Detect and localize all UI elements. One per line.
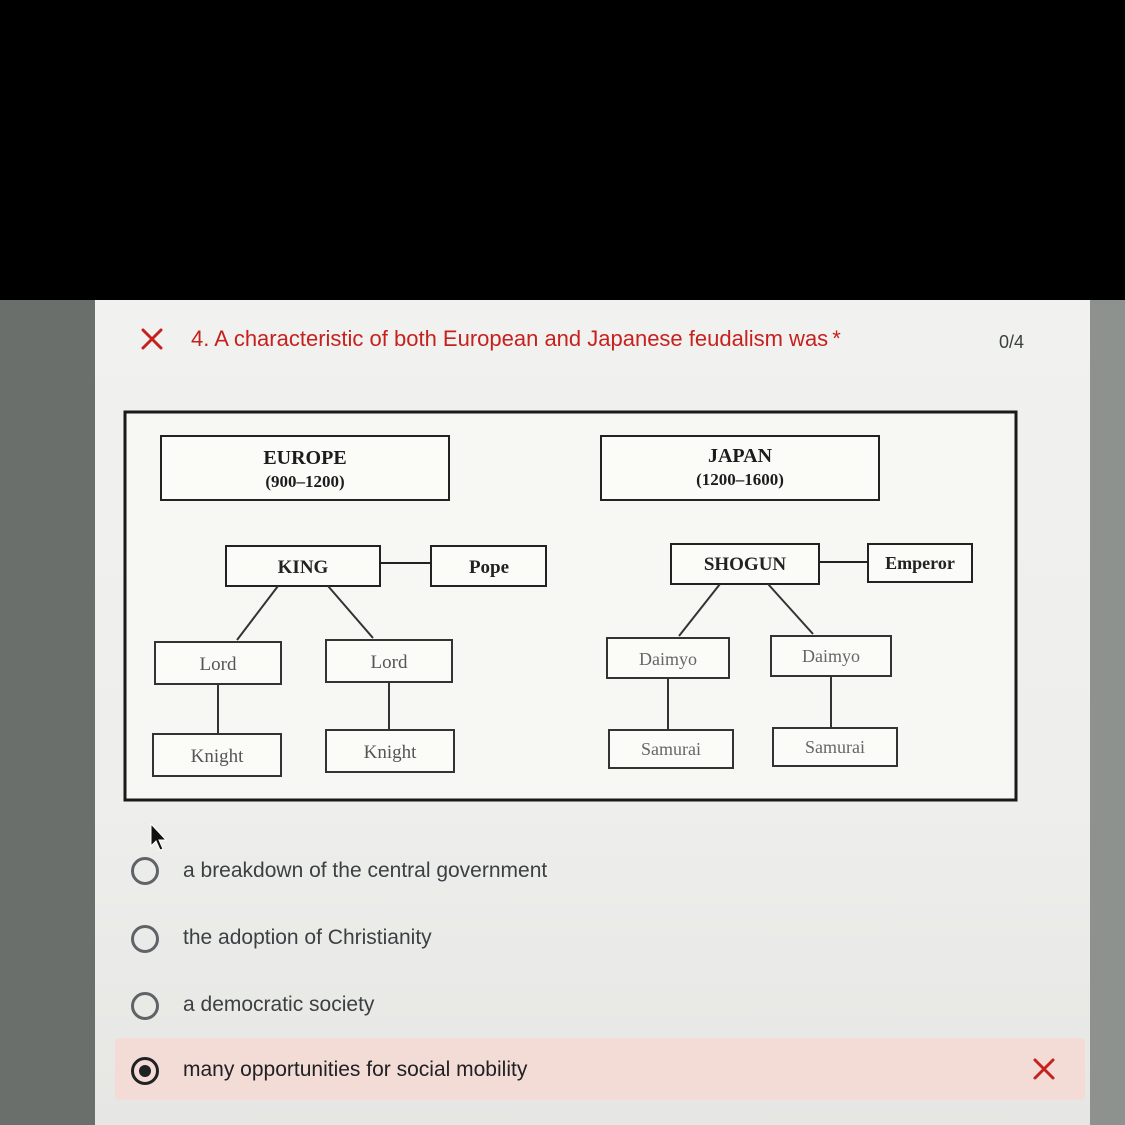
feudalism-diagram: EUROPE (900–1200) JAPAN (1200–1600) KING… xyxy=(123,410,1018,802)
europe-lord-box-1 xyxy=(154,641,282,685)
japan-daimyo-label-2: Daimyo xyxy=(802,646,860,666)
question-score: 0/4 xyxy=(999,332,1025,352)
pope-box xyxy=(430,545,547,587)
europe-header-box xyxy=(160,435,450,501)
europe-lord-label-1: Lord xyxy=(200,654,237,675)
option-label-4: many opportunities for social mobility xyxy=(183,1058,528,1081)
japan-daimyo-box-2 xyxy=(770,635,892,677)
option-label-2: the adoption of Christianity xyxy=(183,926,432,949)
europe-knight-box-1 xyxy=(152,733,282,777)
question-title: 4. A characteristic of both European and… xyxy=(191,326,841,352)
radio-button-1[interactable] xyxy=(131,857,159,885)
answer-options: a breakdown of the central government th… xyxy=(95,810,1090,1110)
japan-daimyo-label-1: Daimyo xyxy=(639,649,697,669)
europe-title: EUROPE xyxy=(263,447,346,469)
europe-knight-label-2: Knight xyxy=(364,742,418,763)
europe-knight-label-1: Knight xyxy=(191,746,245,767)
monitor-bezel-left xyxy=(0,300,95,1125)
japan-daimyo-box-1 xyxy=(606,637,730,679)
radio-button-3[interactable] xyxy=(131,992,159,1020)
shogun-label: SHOGUN xyxy=(704,554,787,575)
king-label: KING xyxy=(278,557,329,578)
close-icon xyxy=(141,328,163,350)
europe-period: (900–1200) xyxy=(265,472,344,491)
emperor-label: Emperor xyxy=(885,553,955,573)
radio-button-2[interactable] xyxy=(131,925,159,953)
pope-label: Pope xyxy=(469,557,509,578)
question-text: 4. A characteristic of both European and… xyxy=(191,326,829,351)
close-icon xyxy=(1033,1058,1055,1080)
black-background xyxy=(0,0,1125,300)
europe-lord-label-2: Lord xyxy=(371,652,408,673)
monitor-bezel-right xyxy=(1090,300,1125,1125)
option-label-1: a breakdown of the central government xyxy=(183,859,548,882)
europe-lord-box-2 xyxy=(325,639,453,683)
option-4-incorrect[interactable]: many opportunities for social mobility xyxy=(115,1038,1085,1100)
europe-knight-box-2 xyxy=(325,729,455,773)
quiz-question-card: 4. A characteristic of both European and… xyxy=(95,300,1090,1125)
japan-samurai-label-2: Samurai xyxy=(805,737,865,757)
option-3[interactable]: a democratic society xyxy=(115,975,1085,1037)
radio-button-4-selected[interactable] xyxy=(131,1057,159,1085)
japan-title: JAPAN xyxy=(708,445,773,467)
shogun-box xyxy=(670,543,820,585)
option-2[interactable]: the adoption of Christianity xyxy=(115,908,1085,970)
japan-samurai-box-1 xyxy=(608,729,734,769)
japan-period: (1200–1600) xyxy=(696,470,784,489)
japan-samurai-label-1: Samurai xyxy=(641,739,701,759)
option-1[interactable]: a breakdown of the central government xyxy=(115,840,1085,902)
emperor-box xyxy=(867,543,973,583)
japan-samurai-box-2 xyxy=(772,727,898,767)
required-asterisk: * xyxy=(832,326,841,351)
japan-header-box xyxy=(600,435,880,501)
cursor-arrow-icon xyxy=(150,822,167,851)
option-label-3: a democratic society xyxy=(183,993,375,1016)
question-header: 4. A characteristic of both European and… xyxy=(95,300,1090,380)
